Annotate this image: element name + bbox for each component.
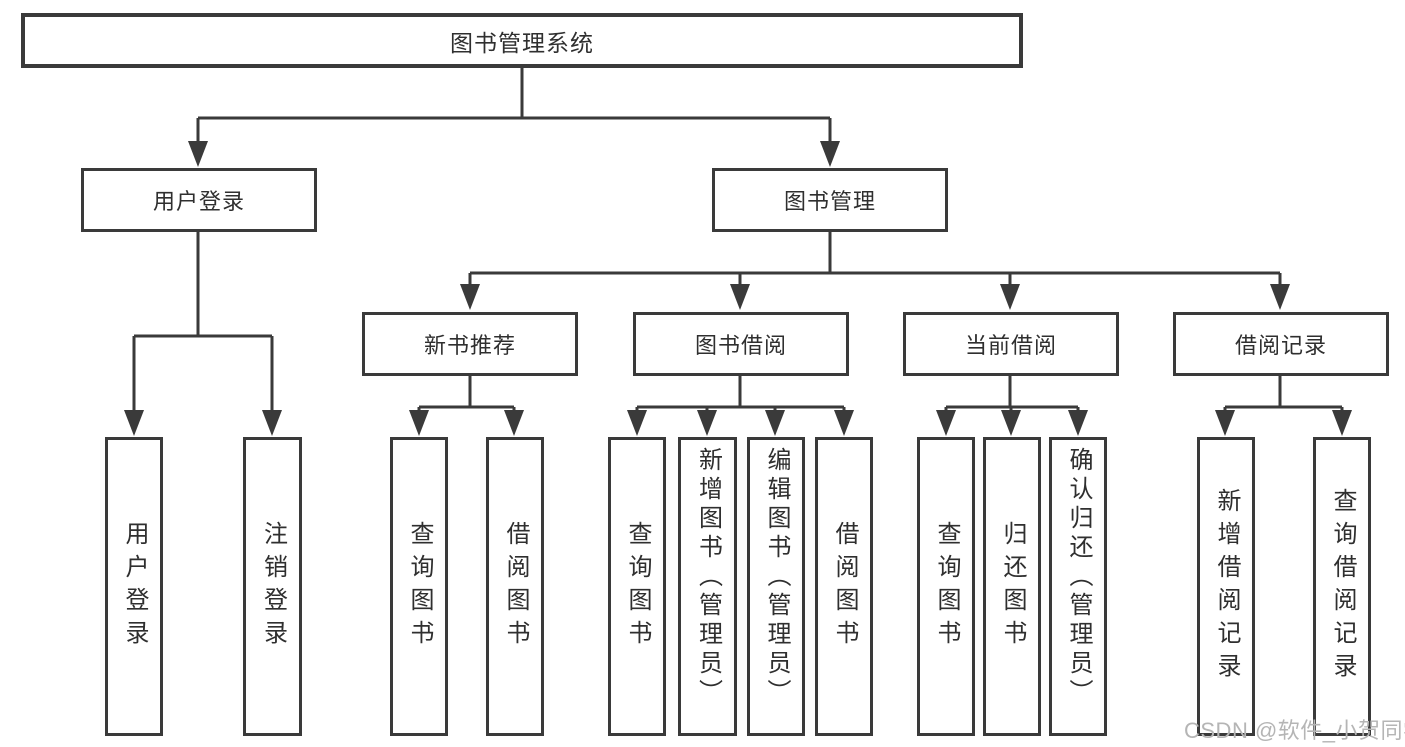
node-label: 查询图书 <box>406 520 433 653</box>
connector-current-borrowing-branch <box>936 376 1088 436</box>
node-leaf-logout: 注销登录 <box>243 437 302 736</box>
csdn-watermark: CSDN @软件_小贺同学 <box>1184 718 1405 743</box>
arrowhead <box>409 410 429 436</box>
node-label: 借阅记录 <box>1234 333 1327 358</box>
node-leaf-query-books-1: 查询图书 <box>390 437 448 736</box>
arrowhead <box>262 410 282 436</box>
node-label: 新增借阅记录 <box>1213 487 1240 686</box>
node-leaf-query-books-2: 查询图书 <box>608 437 666 736</box>
node-user-login-group: 用户登录 <box>81 168 317 232</box>
node-leaf-edit-book-admin: 编辑图书（管理员） <box>747 437 805 736</box>
node-label: 图书管理 <box>783 189 876 214</box>
connector-borrowing-records-branch <box>1215 376 1352 436</box>
arrowhead <box>627 410 647 436</box>
arrowhead <box>1001 410 1021 436</box>
node-label: 借阅图书 <box>502 520 529 653</box>
arrowhead <box>1270 284 1290 310</box>
node-label: 图书借阅 <box>694 333 787 358</box>
node-label: 用户登录 <box>121 520 148 653</box>
node-leaf-add-book-admin: 新增图书（管理员） <box>678 437 737 736</box>
arrowhead <box>765 410 785 436</box>
node-label: 借阅图书 <box>831 520 858 653</box>
node-label: 新增图书（管理员） <box>694 447 722 708</box>
node-label: 注销登录 <box>259 520 287 653</box>
arrowhead <box>834 410 854 436</box>
arrowhead <box>730 284 750 310</box>
node-label: 查询图书 <box>624 520 651 653</box>
node-leaf-confirm-return-admin: 确认归还（管理员） <box>1049 437 1107 736</box>
connector-book-borrowing-branch <box>627 376 854 436</box>
connector-root-to-level2 <box>188 68 840 167</box>
node-leaf-query-borrow-record: 查询借阅记录 <box>1313 437 1371 736</box>
node-label: 查询图书 <box>933 520 960 653</box>
arrowhead <box>1068 410 1088 436</box>
node-leaf-add-borrow-record: 新增借阅记录 <box>1197 437 1255 736</box>
node-borrowing-records: 借阅记录 <box>1173 312 1389 376</box>
node-leaf-query-books-3: 查询图书 <box>917 437 975 736</box>
arrowhead <box>504 410 524 436</box>
arrowhead <box>936 410 956 436</box>
connector-user-login-branch <box>124 232 282 436</box>
arrowhead <box>1000 284 1020 310</box>
node-leaf-user-login: 用户登录 <box>105 437 163 736</box>
connector-new-book-recommend-branch <box>409 376 524 436</box>
arrowhead <box>1332 410 1352 436</box>
node-label: 当前借阅 <box>964 333 1057 358</box>
arrowhead <box>188 141 208 167</box>
node-book-management: 图书管理 <box>712 168 948 232</box>
arrowhead <box>460 284 480 310</box>
arrowhead <box>820 141 840 167</box>
node-book-borrowing: 图书借阅 <box>633 312 849 376</box>
node-label: 新书推荐 <box>423 333 516 358</box>
node-label: 查询借阅记录 <box>1329 487 1356 686</box>
arrowhead <box>124 410 144 436</box>
node-leaf-return-book: 归还图书 <box>983 437 1041 736</box>
node-library-management-system: 图书管理系统 <box>21 13 1023 68</box>
node-new-book-recommend: 新书推荐 <box>362 312 578 376</box>
node-current-borrowing: 当前借阅 <box>903 312 1119 376</box>
node-label: 编辑图书（管理员） <box>763 447 790 708</box>
node-label: 图书管理系统 <box>450 29 594 56</box>
node-leaf-borrow-books-2: 借阅图书 <box>815 437 873 736</box>
node-leaf-borrow-books-1: 借阅图书 <box>486 437 544 736</box>
connector-book-management-branch <box>460 232 1290 310</box>
node-label: 用户登录 <box>152 189 245 214</box>
node-label: 归还图书 <box>999 520 1026 653</box>
arrowhead <box>1215 410 1235 436</box>
node-label: 确认归还（管理员） <box>1065 447 1092 708</box>
arrowhead <box>697 410 717 436</box>
